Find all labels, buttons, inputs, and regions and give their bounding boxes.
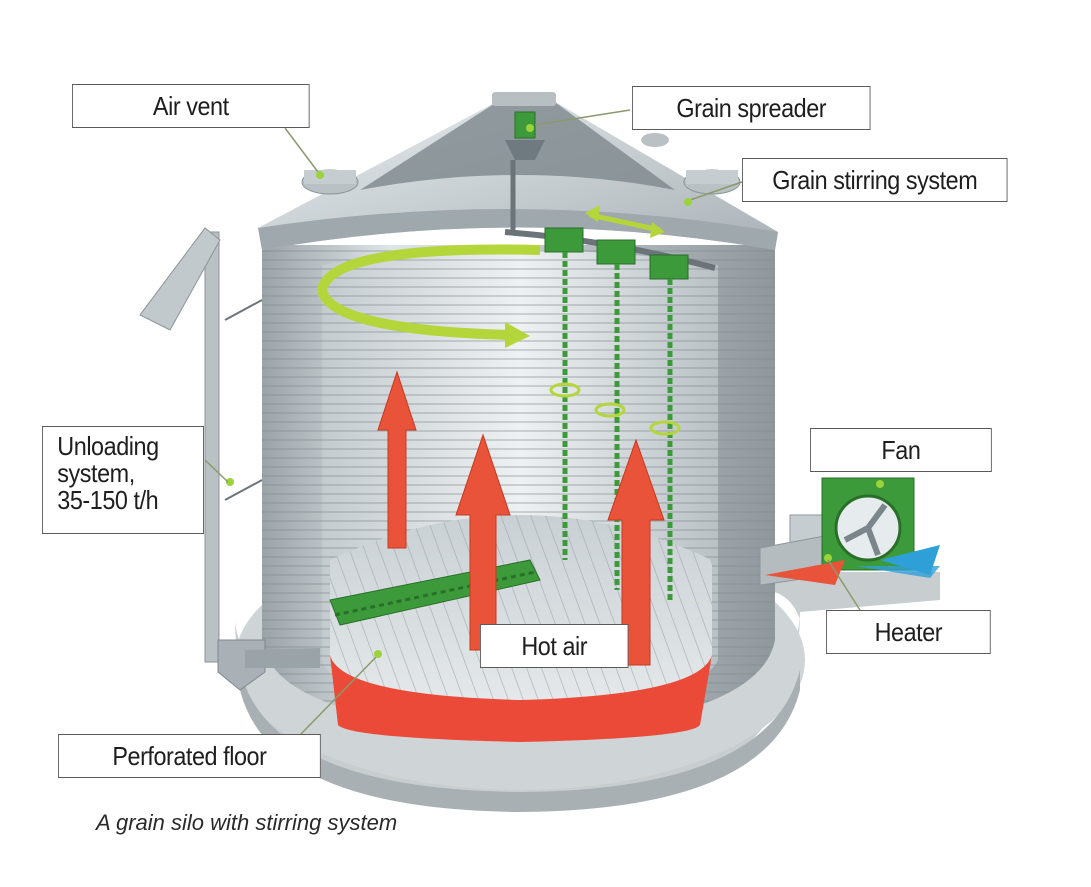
label-fan: Fan (810, 428, 992, 472)
air-vent-left (301, 169, 359, 195)
label-perforated-floor: Perforated floor (58, 734, 321, 778)
label-grain-spreader: Grain spreader (632, 86, 871, 130)
label-unloading-system: Unloading system, 35-150 t/h (42, 426, 204, 534)
label-grain-stirring-system: Grain stirring system (742, 158, 1008, 202)
fan-unit (759, 477, 940, 586)
label-air-vent: Air vent (72, 84, 310, 128)
figure-caption: A grain silo with stirring system (96, 810, 398, 835)
air-vent-right (683, 169, 741, 195)
label-heater: Heater (826, 610, 991, 654)
leader-dots (316, 124, 692, 658)
label-unloading-line1: Unloading (57, 431, 159, 461)
unloading-system (139, 227, 320, 691)
label-unloading-line3: 35-150 t/h (57, 485, 159, 515)
label-unloading-line2: system, (57, 458, 135, 488)
stirring-system (316, 205, 716, 600)
leader-lines (204, 109, 861, 736)
label-hot-air: Hot air (480, 624, 629, 668)
hot-air-arrows (377, 370, 665, 666)
